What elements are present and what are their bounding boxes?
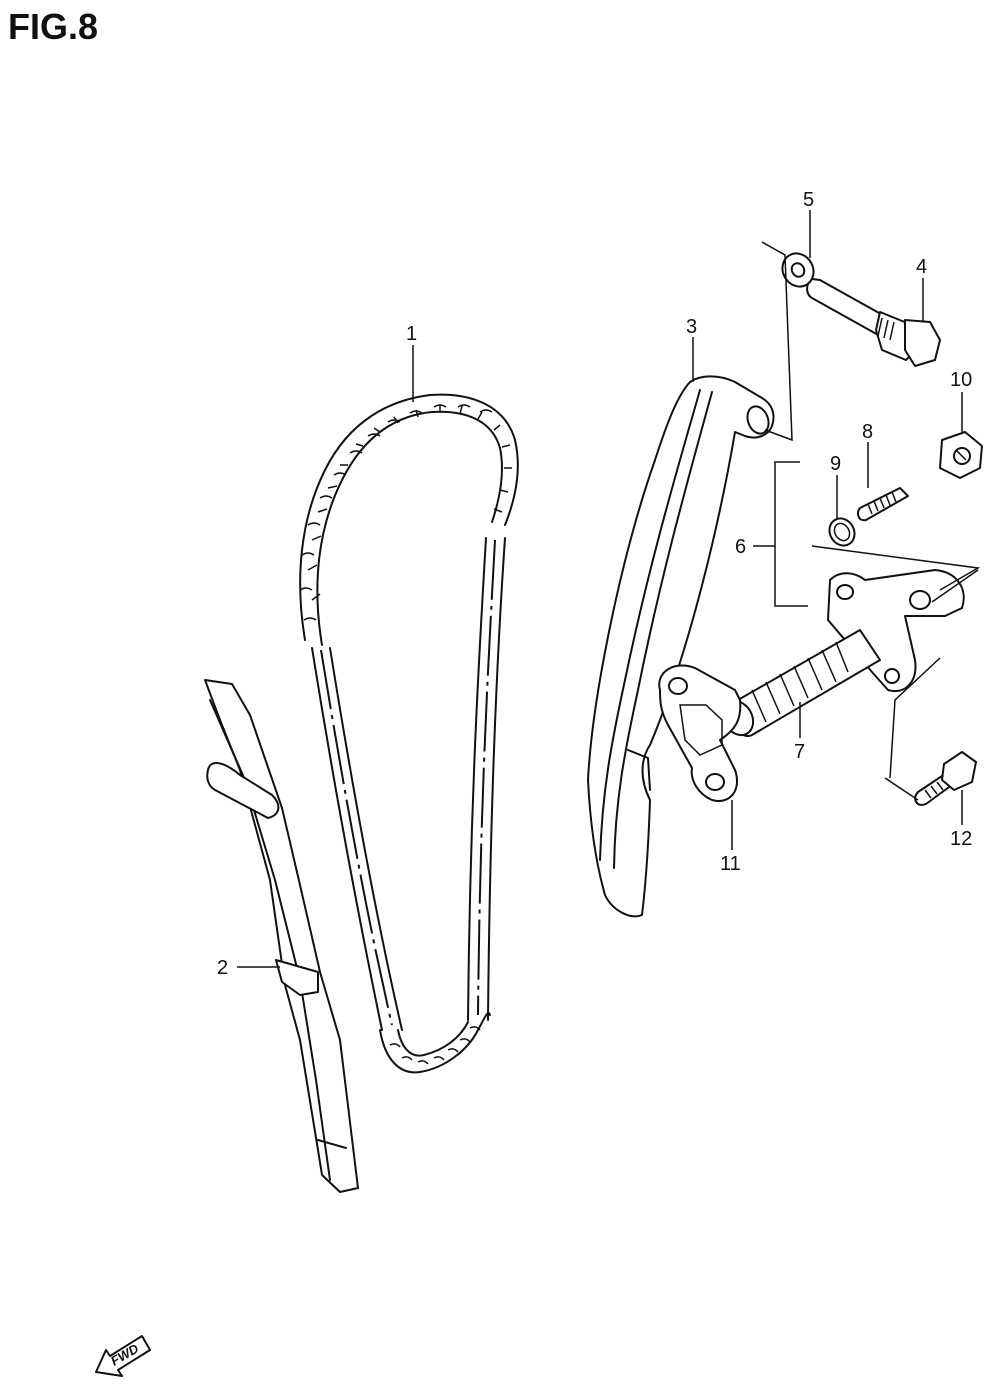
callout-10: 10 [950, 369, 972, 391]
tensioner-bolt[interactable] [806, 278, 941, 367]
leader-lines [237, 210, 963, 968]
tensioner-adjuster[interactable] [717, 569, 965, 741]
washer[interactable] [777, 248, 820, 292]
callout-7: 7 [794, 741, 805, 763]
mounting-bolt[interactable] [914, 751, 977, 806]
callout-12: 12 [950, 828, 972, 850]
callout-1: 1 [406, 323, 417, 345]
callout-5: 5 [803, 189, 814, 211]
cam-chain[interactable] [299, 393, 519, 1074]
fwd-marker: FWD [95, 1335, 151, 1377]
callout-labels: 1 2 3 4 5 6 7 8 9 10 11 12 [217, 189, 972, 979]
figure-title: FIG.8 [8, 6, 99, 47]
o-ring[interactable] [825, 514, 860, 550]
callout-3: 3 [686, 316, 697, 338]
callout-4: 4 [916, 256, 927, 278]
nut[interactable] [939, 431, 983, 479]
callout-9: 9 [830, 453, 841, 475]
alignment-lines [761, 241, 981, 801]
callout-11: 11 [720, 853, 741, 875]
callout-6: 6 [735, 536, 746, 558]
tensioner-arm[interactable] [587, 375, 775, 918]
gasket[interactable] [658, 664, 742, 802]
callout-2: 2 [217, 957, 228, 979]
forward-arrow-icon [95, 1335, 151, 1377]
screw[interactable] [857, 487, 909, 522]
callout-8: 8 [862, 421, 873, 443]
chain-guide[interactable] [204, 679, 359, 1193]
